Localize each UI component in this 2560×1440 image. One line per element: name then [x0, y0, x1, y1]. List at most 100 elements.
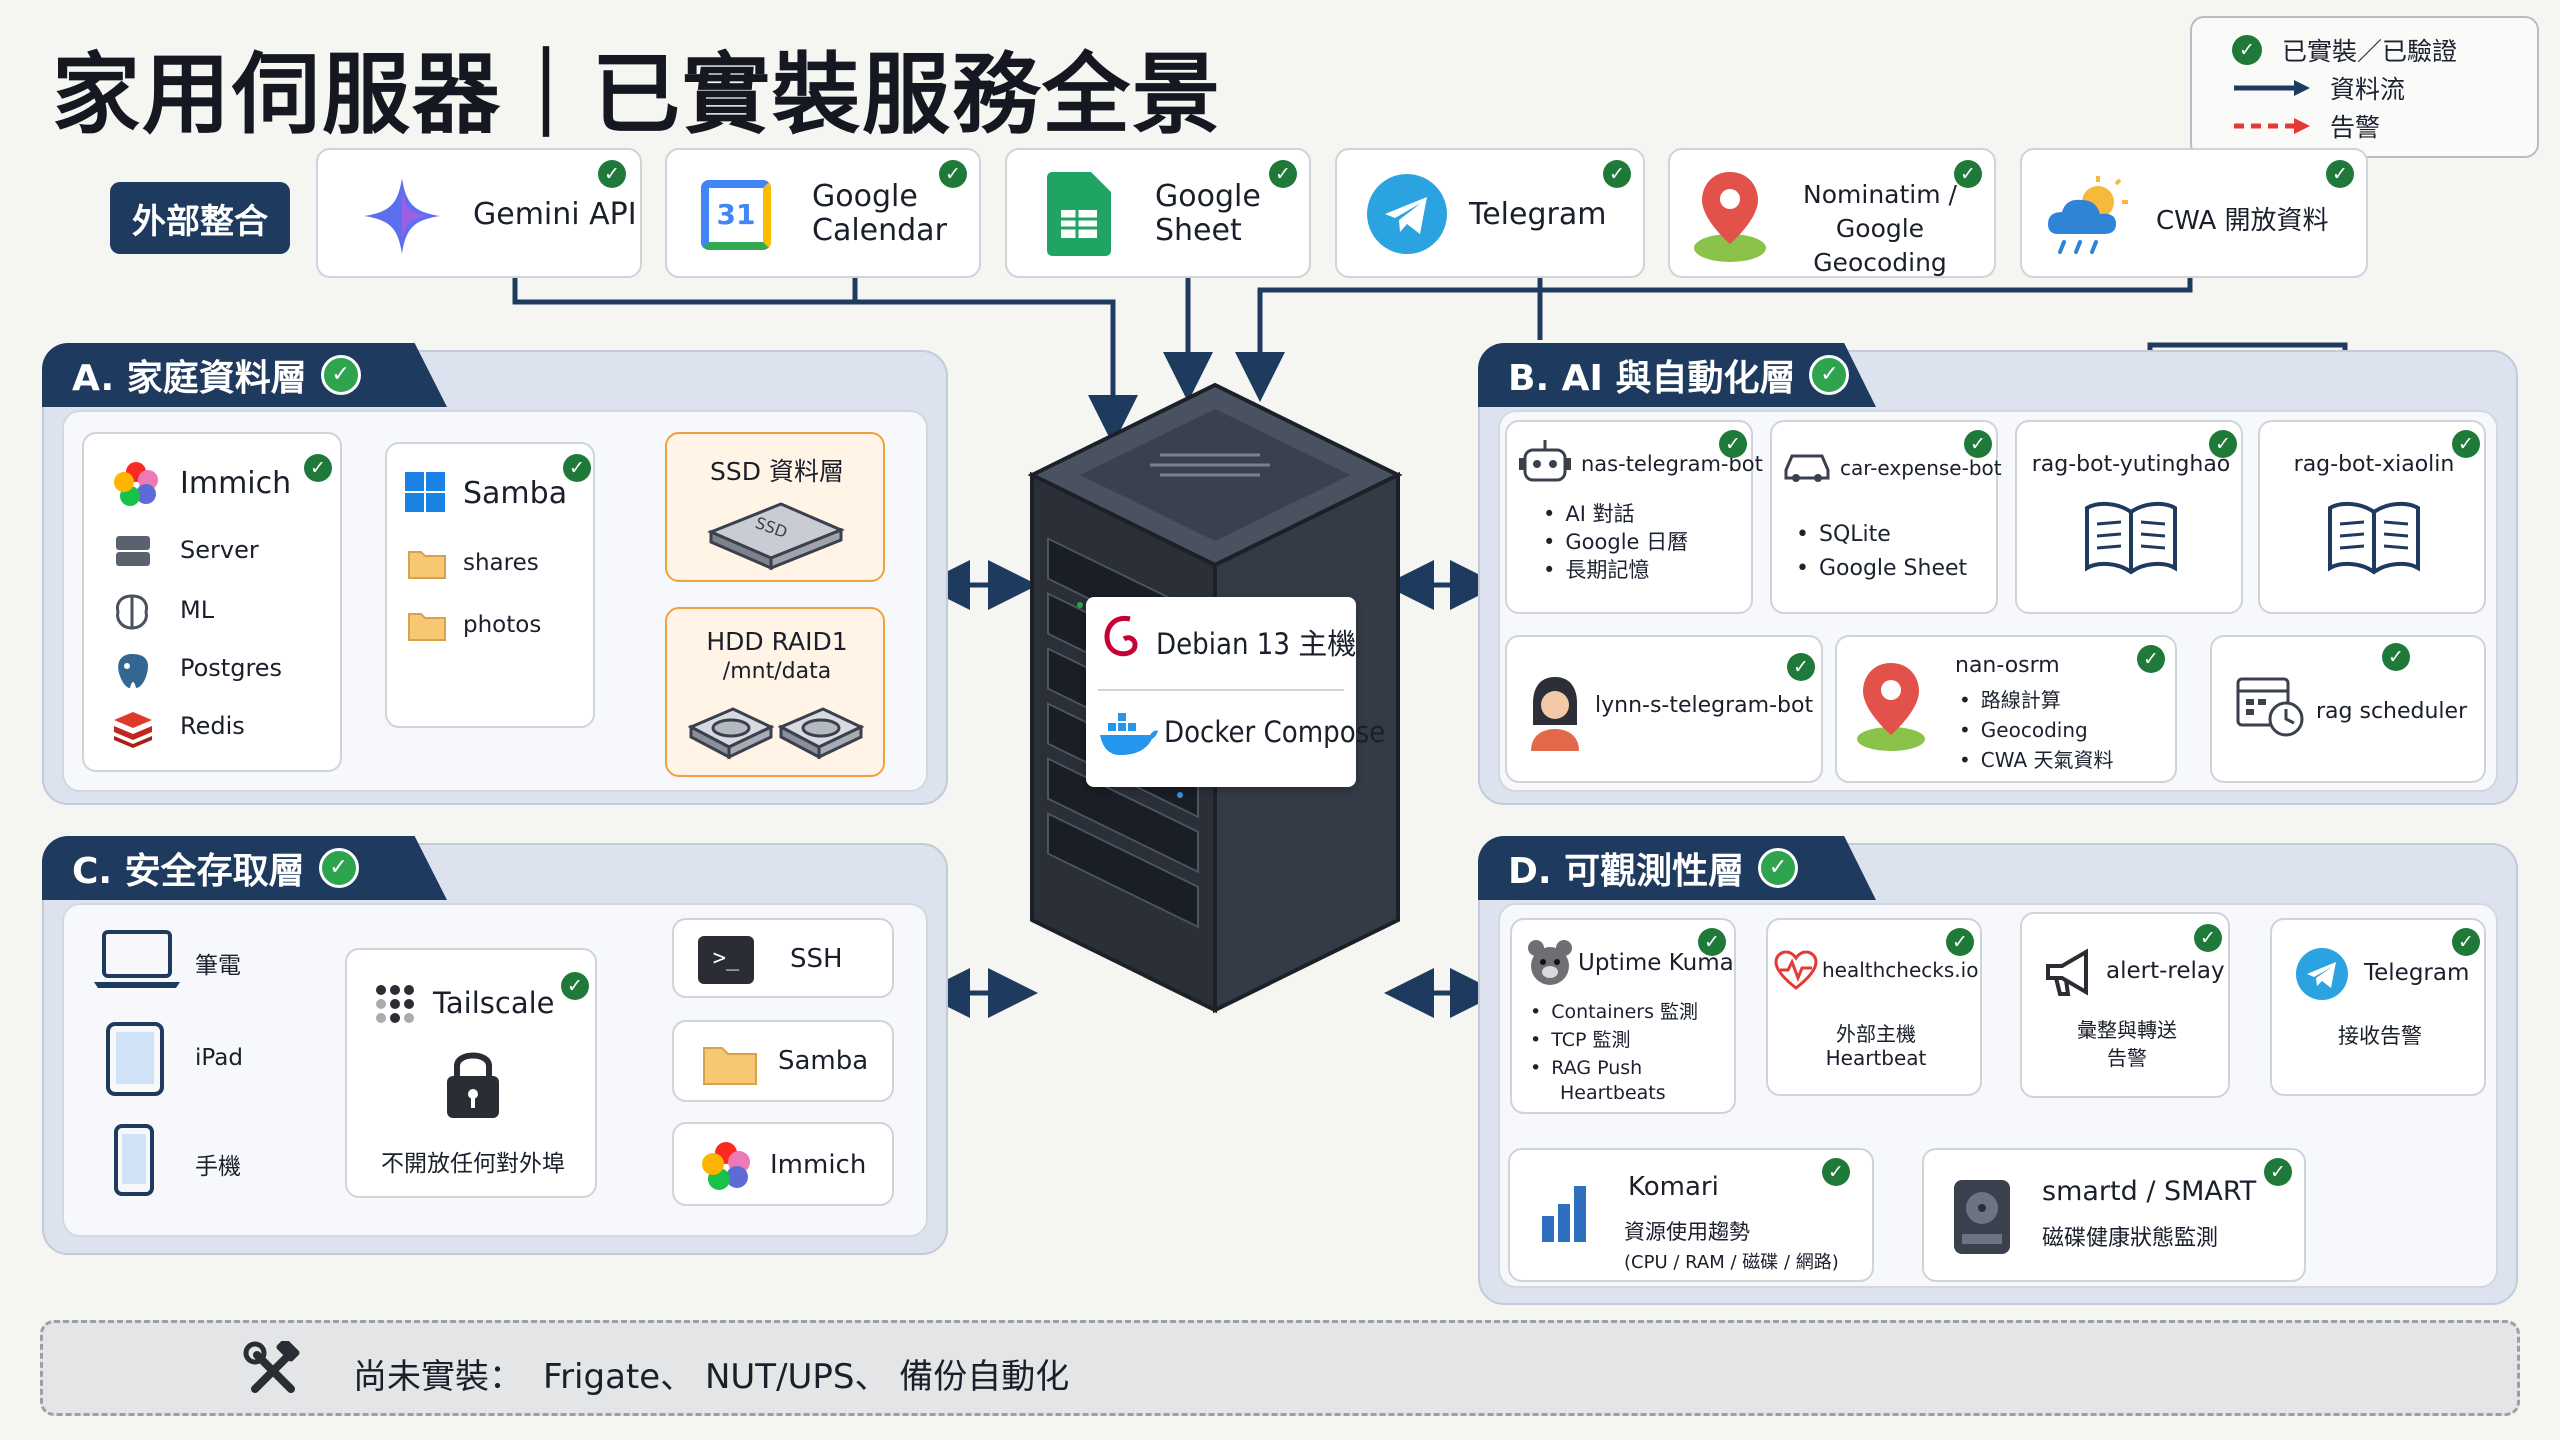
- komari-card[interactable]: Komari ✓ 資源使用趨勢 (CPU / RAM / 磁碟 / 網路): [1508, 1148, 1874, 1282]
- pending-label: 尚未實裝：: [353, 1357, 523, 1397]
- check-icon: ✓: [2452, 430, 2480, 458]
- check-icon: ✓: [1719, 430, 1747, 458]
- book-icon: [2328, 501, 2420, 575]
- immich-postgres: Postgres: [180, 654, 283, 682]
- feature-item: RAG Push: [1530, 1054, 1698, 1082]
- legend-verified: 已實裝／已驗證: [2282, 37, 2458, 66]
- check-icon: ✓: [2326, 160, 2354, 188]
- pending-bar: 尚未實裝： Frigate、 NUT/UPS、 備份自動化: [40, 1320, 2520, 1416]
- bear-icon: [1528, 940, 1572, 985]
- bot-lynn-telegram[interactable]: lynn-s-telegram-bot ✓: [1505, 635, 1823, 783]
- tailscale-icon: [376, 985, 414, 1023]
- lock-icon: [447, 1052, 499, 1118]
- book-icon: [2085, 501, 2177, 575]
- device-phone: 手機: [195, 1154, 241, 1180]
- telegram-alert-card[interactable]: Telegram ✓ 接收告警: [2270, 918, 2486, 1096]
- access-ssh-card[interactable]: >_ SSH: [672, 918, 894, 998]
- tailscale-note: 不開放任何對外埠: [381, 1151, 565, 1177]
- tailscale-label: Tailscale: [433, 986, 555, 1020]
- ext-geocoding-card[interactable]: Nominatim / Google Geocoding ✓: [1668, 148, 1996, 278]
- healthchecks-line1: 外部主機: [1836, 1022, 1916, 1046]
- komari-label: Komari: [1628, 1172, 1719, 1202]
- section-d-title-text: D. 可觀測性層: [1508, 851, 1745, 892]
- folder-icon: [408, 551, 446, 579]
- rag-scheduler-card[interactable]: rag scheduler ✓: [2210, 635, 2486, 783]
- healthchecks-card[interactable]: healthchecks.io ✓ 外部主機 Heartbeat: [1766, 918, 1982, 1096]
- bot-car-expense[interactable]: car-expense-bot ✓ SQLite Google Sheet: [1770, 420, 2002, 614]
- hdd-path: /mnt/data: [722, 659, 832, 684]
- ext-sheet-card[interactable]: Google Sheet ✓: [1005, 148, 1311, 278]
- bot-nan-osrm-label: nan-osrm: [1955, 653, 2060, 678]
- laptop-icon: [94, 930, 180, 988]
- check-icon: ✓: [939, 160, 967, 188]
- terminal-icon: >_: [698, 936, 754, 984]
- server-runtime-label: Docker Compose: [1164, 715, 1386, 749]
- legend-alert: 告警: [2330, 113, 2381, 142]
- weather-icon: [2048, 176, 2128, 254]
- section-a-title: A. 家庭資料層 ✓: [42, 343, 447, 407]
- bot-lynn-telegram-label: lynn-s-telegram-bot: [1595, 693, 1814, 718]
- alert-relay-line2: 告警: [2107, 1046, 2147, 1070]
- check-icon: ✓: [2194, 924, 2222, 952]
- hdd-card[interactable]: HDD RAID1 /mnt/data: [665, 607, 885, 777]
- ssd-card[interactable]: SSD 資料層 SSD: [665, 432, 885, 582]
- robot-icon: [1519, 440, 1571, 482]
- feature-item: Geocoding: [1959, 715, 2113, 745]
- docker-icon: [1100, 713, 1158, 755]
- ext-calendar-card[interactable]: 31 Google Calendar ✓: [665, 148, 981, 278]
- smartd-card[interactable]: smartd / SMART ✓ 磁碟健康狀態監測: [1922, 1148, 2306, 1282]
- debian-icon: [1104, 615, 1138, 657]
- legend: ✓ 已實裝／已驗證 資料流 告警: [2190, 16, 2539, 158]
- uptime-kuma-card[interactable]: Uptime Kuma ✓ Containers 監測 TCP 監測 RAG P…: [1510, 918, 1736, 1114]
- check-icon: ✓: [2452, 928, 2480, 956]
- check-icon: ✓: [561, 972, 589, 1000]
- access-ssh-label: SSH: [790, 944, 843, 974]
- immich-icon: [114, 462, 158, 506]
- check-icon: ✓: [1698, 928, 1726, 956]
- ml-brain-icon: [116, 594, 148, 630]
- ext-telegram-label: Telegram: [1469, 197, 1607, 232]
- section-a-title-text: A. 家庭資料層: [72, 358, 307, 399]
- bot-rag-xiaolin[interactable]: rag-bot-xiaolin ✓: [2258, 420, 2486, 614]
- samba-card[interactable]: Samba ✓ shares photos: [385, 442, 595, 728]
- car-icon: [1784, 454, 1830, 482]
- ext-gemini-card[interactable]: Gemini API ✓: [316, 148, 642, 278]
- immich-card[interactable]: Immich ✓ Server ML Postgres Redis: [82, 432, 342, 772]
- section-d-title: D. 可觀測性層✓: [1478, 836, 1876, 900]
- access-samba-card[interactable]: Samba: [672, 1020, 894, 1102]
- tailscale-card[interactable]: Tailscale ✓ 不開放任何對外埠: [345, 948, 597, 1198]
- check-icon: ✓: [2209, 430, 2237, 458]
- komari-line2: (CPU / RAM / 磁碟 / 網路): [1624, 1252, 1839, 1273]
- ssd-title: SSD 資料層: [710, 457, 844, 486]
- smartd-label: smartd / SMART: [2042, 1176, 2257, 1207]
- feature-item: Google 日曆: [1543, 528, 1688, 556]
- heart-pulse-icon: [1774, 950, 1818, 990]
- check-icon: ✓: [563, 454, 591, 482]
- bot-nan-osrm[interactable]: nan-osrm ✓ 路線計算 Geocoding CWA 天氣資料: [1835, 635, 2177, 783]
- access-immich-card[interactable]: Immich: [672, 1122, 894, 1206]
- map-pin-icon: [1857, 663, 1925, 751]
- dashed-arrow-icon: [2234, 118, 2310, 134]
- check-icon: ✓: [2382, 643, 2410, 671]
- bot-nas-telegram[interactable]: nas-telegram-bot ✓ AI 對話 Google 日曆 長期記憶: [1505, 420, 1763, 614]
- check-icon: ✓: [318, 848, 359, 888]
- alert-relay-card[interactable]: alert-relay ✓ 彙整與轉送 告警: [2020, 912, 2230, 1098]
- ext-sheet-label: Google Sheet: [1155, 179, 1261, 248]
- immich-server: Server: [180, 536, 259, 564]
- bot-rag-yutinghao[interactable]: rag-bot-yutinghao ✓: [2015, 420, 2243, 614]
- phone-icon: [114, 1124, 154, 1196]
- samba-label: Samba: [463, 476, 568, 511]
- check-icon: ✓: [320, 355, 361, 395]
- ext-cwa-card[interactable]: CWA 開放資料 ✓: [2020, 148, 2368, 278]
- uptime-kuma-extra: Heartbeats: [1560, 1082, 1666, 1104]
- megaphone-icon: [2046, 948, 2088, 996]
- bot-rag-yutinghao-label: rag-bot-yutinghao: [2031, 452, 2231, 477]
- map-pin-icon: [1694, 172, 1766, 262]
- check-icon: ✓: [598, 160, 626, 188]
- gemini-icon: [364, 178, 440, 254]
- hdd-icon: [687, 707, 865, 760]
- check-icon: ✓: [1954, 160, 1982, 188]
- ext-telegram-card[interactable]: Telegram ✓: [1335, 148, 1645, 278]
- calendar-badge: 31: [716, 198, 756, 231]
- person-avatar-icon: [1531, 677, 1579, 751]
